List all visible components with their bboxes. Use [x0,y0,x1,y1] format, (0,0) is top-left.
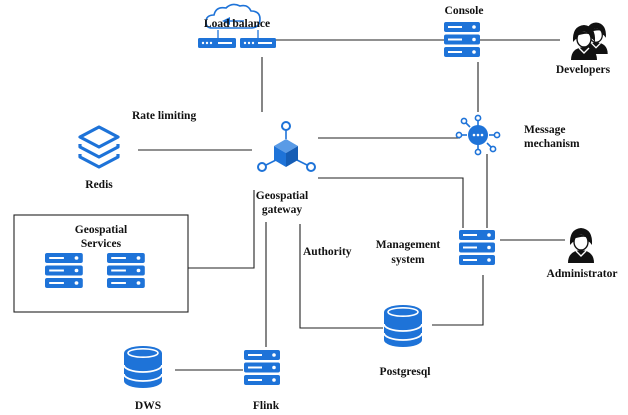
load-balance-label: Load balance [203,18,271,30]
developers-label: Developers [555,64,611,76]
services-container [13,214,189,313]
management-label-line1: Management [375,239,441,251]
administrator-label: Administrator [546,268,618,280]
user-group-icon [570,21,609,61]
layers-stack-icon [78,125,120,169]
message-label-line2: mechanism [524,138,580,150]
server-stack-icon [45,253,145,288]
server-stack-icon [244,350,280,385]
gateway-label-line2: gateway [261,204,303,216]
flink-label: Flink [252,400,280,412]
services-label-line1: Geospatial [74,224,128,236]
authority-label: Authority [303,246,352,258]
database-icon [123,345,163,389]
server-stack-icon [459,230,495,265]
services-label-line2: Services [80,238,122,250]
connection-lines [138,39,565,371]
server-stack-icon [444,22,480,57]
database-icon [383,304,423,348]
message-label-line1: Message [524,124,566,136]
dws-label: DWS [134,400,162,412]
postgresql-label: Postgresql [379,366,431,378]
rate-limiting-label: Rate limiting [132,110,197,122]
cloud-load-balancer-icon [198,3,276,48]
hub-cube-icon [257,121,316,172]
gateway-label-line1: Geospatial [255,190,309,202]
console-label: Console [444,5,484,17]
network-hub-icon [455,114,501,156]
user-icon [567,227,595,264]
redis-label: Redis [85,179,113,191]
management-label-line2: system [391,254,425,266]
